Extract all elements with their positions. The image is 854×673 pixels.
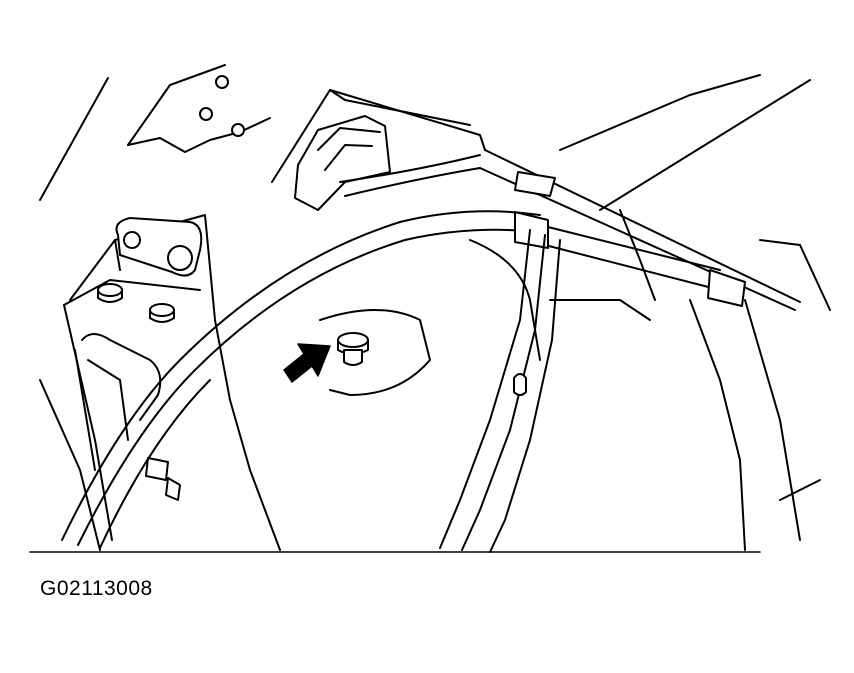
right-body-panels <box>549 74 831 551</box>
figure-code: G02113008 <box>40 577 153 600</box>
frame-rail <box>229 229 561 553</box>
mounting-bracket <box>115 217 203 277</box>
panel-holes <box>199 75 245 137</box>
upper-connector <box>271 89 486 211</box>
vehicle-underbody-illustration <box>29 64 831 553</box>
brake-lines <box>61 210 541 549</box>
suspension-rods <box>479 149 801 311</box>
left-bolts <box>97 283 175 323</box>
lower-left-strut <box>74 333 162 471</box>
target-bolt <box>337 332 369 366</box>
pointer-arrow-icon <box>283 343 331 383</box>
